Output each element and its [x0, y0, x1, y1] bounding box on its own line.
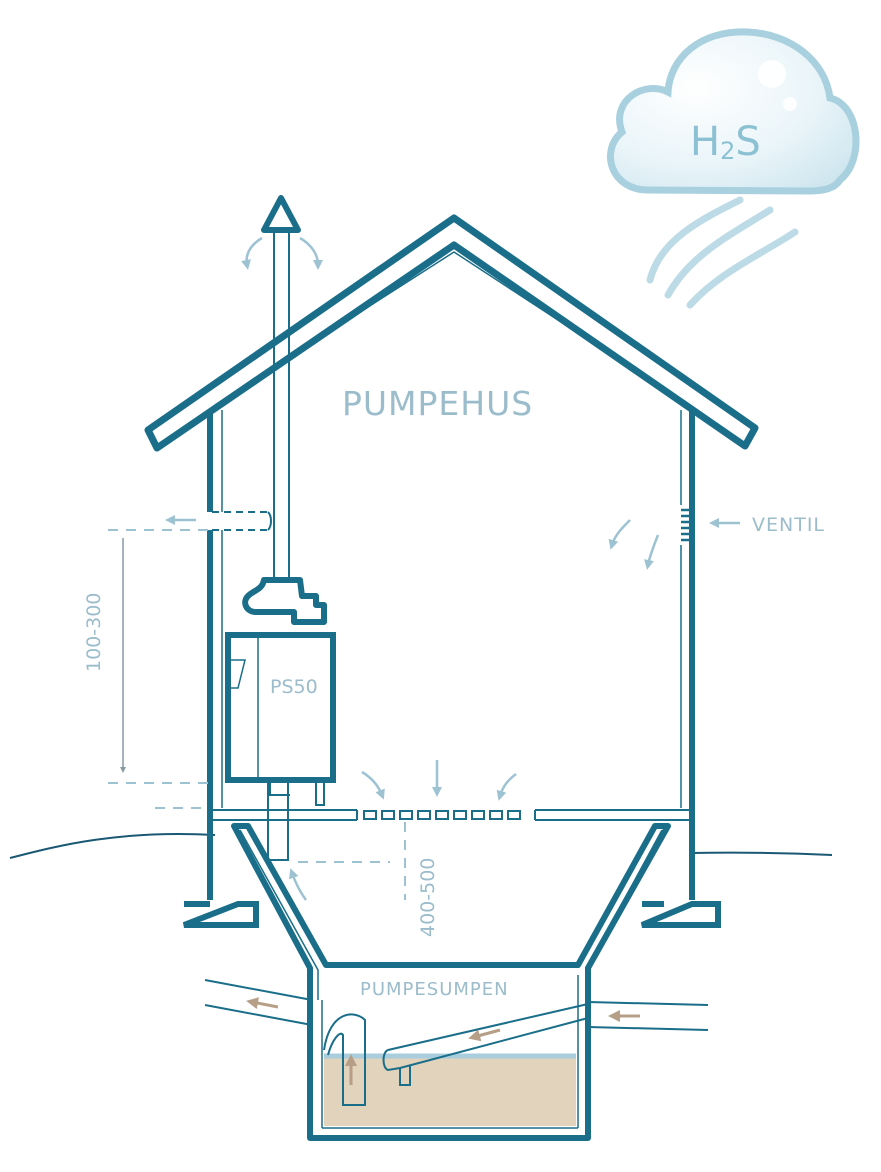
dimension-upper-label: 100-300 — [83, 593, 105, 672]
vent-label: VENTIL — [752, 514, 825, 536]
gas-wisps — [646, 196, 799, 309]
inflow-pipes — [204, 979, 709, 1086]
ps50-unit — [225, 632, 336, 783]
unit-pipes — [267, 782, 325, 861]
sump-contents — [324, 1053, 576, 1126]
airflow-arrows — [165, 236, 740, 901]
house-footings — [182, 901, 721, 928]
dimension-lines — [108, 529, 406, 900]
suction-pipe — [323, 1013, 366, 1106]
house-floor — [210, 809, 692, 821]
dimension-lower-label: 400-500 — [417, 858, 439, 937]
gas-formula: H2S — [690, 119, 761, 165]
unit-label: PS50 — [270, 676, 318, 698]
house-walls — [207, 410, 695, 900]
sump-label: PUMPESUMPEN — [360, 979, 509, 1000]
cloud-icon — [607, 28, 860, 195]
fan-unit — [242, 577, 327, 625]
wall-vent — [681, 508, 692, 542]
house-label: PUMPEHUS — [342, 384, 533, 423]
exhaust-arrow-icon — [261, 195, 301, 233]
ground-line — [9, 833, 833, 859]
sump-funnel — [231, 823, 671, 1141]
wall-duct — [212, 511, 272, 531]
floor-grating — [363, 810, 521, 820]
flow-arrows — [246, 997, 640, 1085]
house-roof — [144, 214, 759, 452]
h2s-cloud: H2S — [607, 28, 860, 309]
exhaust-pipe — [261, 195, 301, 580]
